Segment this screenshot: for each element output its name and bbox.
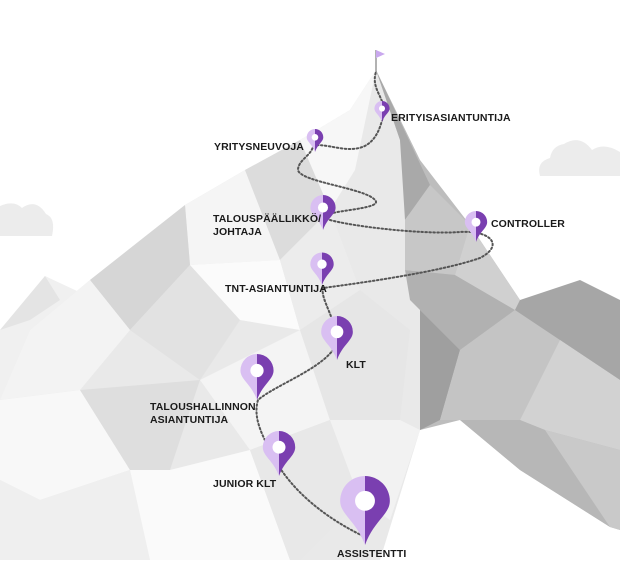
milestone-pins — [240, 101, 488, 545]
shade-facet-5 — [410, 300, 460, 430]
facet-1 — [185, 170, 280, 265]
facet-3 — [300, 70, 376, 210]
pin-erityisasiantuntija — [374, 101, 390, 122]
facet-13 — [0, 470, 150, 560]
pin-dark-half — [476, 211, 488, 242]
label-line: KLT — [346, 359, 366, 371]
label-klt: KLT — [346, 359, 366, 371]
label-line: TNT-ASIANTUNTIJA — [225, 283, 327, 295]
shade-facet-2 — [405, 185, 470, 275]
label-controller: CONTROLLER — [491, 218, 565, 230]
facet-7 — [190, 260, 300, 330]
pin-center-dot — [471, 217, 481, 227]
label-talouspaallikko: TALOUSPÄÄLLIKKÖ/JOHTAJA — [213, 212, 321, 238]
pin-center-dot — [311, 133, 319, 141]
pin-center-dot — [330, 325, 344, 339]
label-line: JOHTAJA — [213, 226, 262, 238]
pin-center-dot — [272, 440, 286, 454]
summit-flag — [375, 50, 385, 72]
shade-facet-4 — [455, 225, 520, 310]
facet-9 — [0, 390, 130, 500]
shade-facet-6 — [440, 310, 560, 420]
label-line: ASIANTUNTIJA — [150, 414, 229, 426]
label-line: ERITYISASIANTUNTIJA — [391, 112, 511, 124]
clouds — [0, 140, 620, 236]
facet-4 — [90, 205, 190, 330]
label-line: ASSISTENTTI — [337, 548, 406, 560]
pin-center-dot — [317, 202, 329, 213]
label-line: TALOUSHALLINNON — [150, 401, 256, 413]
shade-facet-9 — [460, 420, 610, 527]
pin-center-dot — [317, 259, 327, 269]
facet-11 — [200, 330, 330, 450]
facet-2 — [245, 140, 330, 260]
pin-tnt-asiantuntija — [310, 252, 334, 285]
shade-facet-7 — [515, 280, 620, 380]
pin-center-dot — [355, 490, 375, 511]
facet-6 — [130, 265, 240, 380]
label-junior-klt: JUNIOR KLT — [213, 478, 277, 490]
label-line: JUNIOR KLT — [213, 478, 277, 490]
pin-talouspaallikko — [310, 195, 336, 230]
cloud-right — [539, 140, 620, 176]
pin-yritysneuvoja — [306, 129, 324, 152]
left-ridge-shade — [0, 276, 60, 330]
cloud-left — [0, 203, 54, 236]
label-assistentti: ASSISTENTTI — [337, 548, 406, 560]
flag-icon — [376, 50, 385, 58]
facet-14 — [130, 450, 290, 560]
pin-assistentti — [340, 476, 390, 545]
pin-center-dot — [250, 363, 264, 378]
shade-facet-1 — [376, 70, 430, 220]
label-tnt-asiantuntija: TNT-ASIANTUNTIJA — [225, 283, 327, 295]
shade-facet-8 — [520, 340, 620, 450]
facet-5 — [0, 280, 130, 400]
shade-facet-10 — [545, 430, 620, 530]
label-line: YRITYSNEUVOJA — [214, 141, 304, 153]
facet-10 — [80, 380, 200, 470]
label-erityisasiantuntija: ERITYISASIANTUNTIJA — [391, 112, 511, 124]
label-line: TALOUSPÄÄLLIKKÖ/ — [213, 212, 321, 225]
mountain — [0, 70, 620, 560]
pin-taloushallinnon — [240, 354, 274, 400]
label-line: CONTROLLER — [491, 218, 565, 230]
pin-controller — [464, 211, 488, 242]
label-yritysneuvoja: YRITYSNEUVOJA — [214, 141, 304, 153]
milestone-labels: ERITYISASIANTUNTIJA YRITYSNEUVOJA CONTROLL… — [150, 112, 565, 560]
pin-center-dot — [378, 105, 386, 112]
pin-klt — [321, 316, 353, 360]
pin-junior-klt — [262, 431, 296, 476]
facet-16 — [330, 420, 420, 520]
